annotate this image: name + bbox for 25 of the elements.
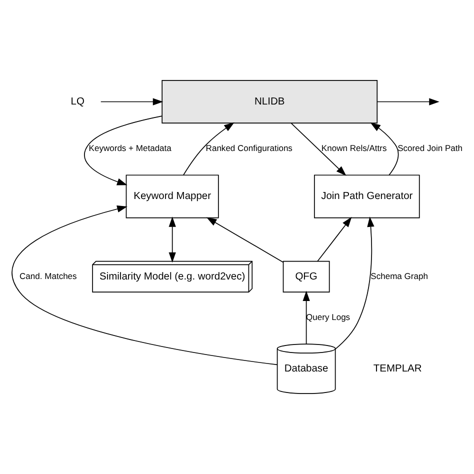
arrow [290, 122, 346, 176]
arrow [183, 122, 234, 176]
arrow [317, 216, 352, 262]
arrow [334, 216, 374, 350]
label: TEMPLAR [373, 363, 422, 374]
node-text: LQ [70, 96, 84, 108]
edge-label: Ranked Configurations [206, 143, 292, 154]
arrow [168, 216, 176, 263]
node-box: Join Path Generator [314, 174, 420, 218]
edge-label: Keywords + Metadata [88, 143, 172, 154]
edge-label: Scored Join Path [398, 143, 462, 154]
edge-label: Query Logs [306, 312, 350, 322]
node-box: QFG [282, 260, 330, 292]
arrow [206, 217, 284, 263]
arrow [84, 116, 162, 186]
arrow [302, 290, 310, 344]
node-box: NLIDB [162, 80, 378, 124]
arrow [370, 122, 399, 176]
edge-label: Known Rels/Attrs [321, 143, 387, 154]
node-box: Keyword Mapper [126, 174, 219, 218]
edge-label: Cand. Matches [20, 270, 77, 281]
arrow [376, 98, 440, 106]
arrow [12, 205, 278, 366]
arrow [100, 98, 164, 106]
edge-label: Schema Graph [370, 270, 428, 281]
